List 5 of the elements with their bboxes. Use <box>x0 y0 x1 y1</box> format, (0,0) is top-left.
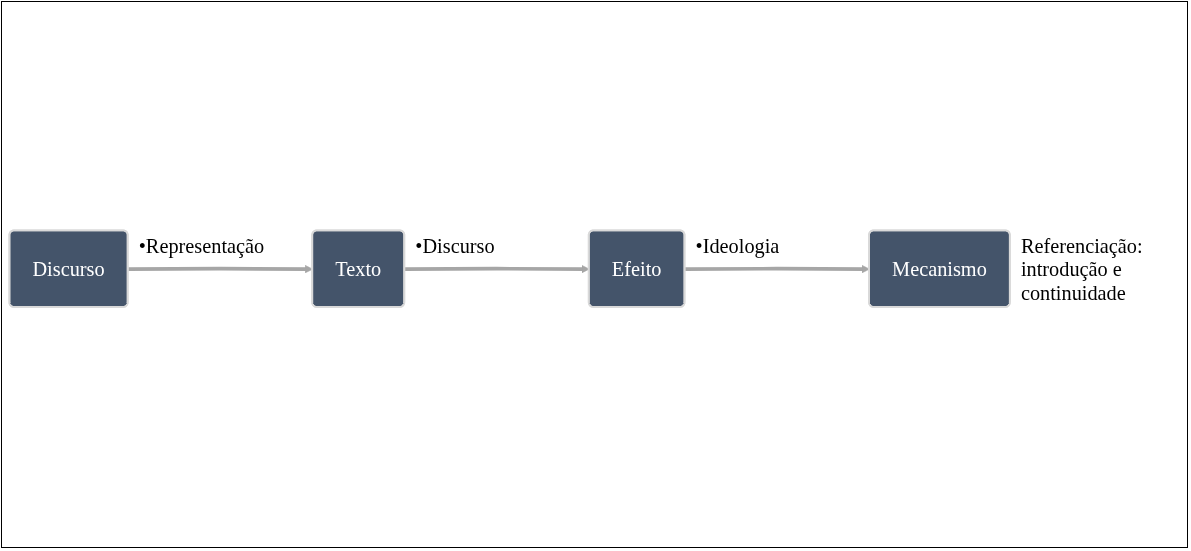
side-note: •Representação <box>138 233 265 258</box>
side-note: •Ideologia <box>695 233 780 258</box>
arrow <box>684 264 870 273</box>
side-note: •Discurso <box>415 233 495 258</box>
side-note: Referenciação: introdução e continuidade <box>1020 233 1144 304</box>
